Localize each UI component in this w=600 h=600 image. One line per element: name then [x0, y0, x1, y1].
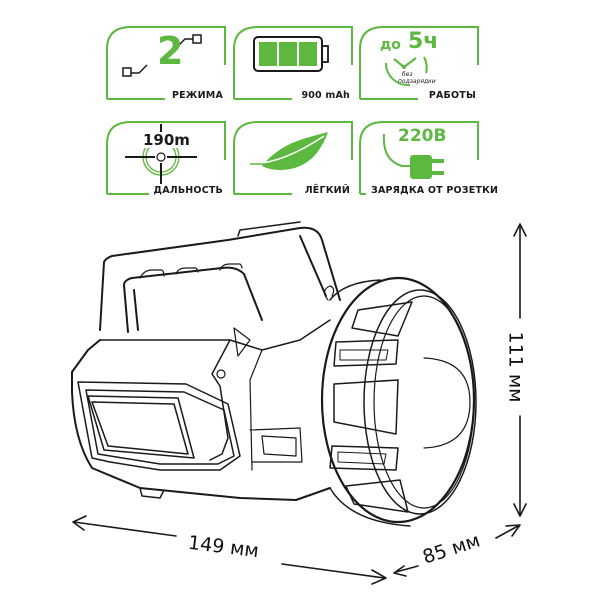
runtime-note-2: подзарядки: [398, 78, 436, 85]
height-dimension: [513, 223, 527, 517]
battery-label: 900 mAh: [296, 90, 352, 101]
feature-modes: 2 РЕЖИМА: [105, 25, 227, 101]
clock-icon: [384, 56, 428, 87]
handle: [99, 221, 341, 333]
feature-charging: 220В ЗАРЯДКА ОТ РОЗЕТКИ: [358, 120, 501, 196]
length-dimension: [72, 515, 387, 585]
charging-label: ЗАРЯДКА ОТ РОЗЕТКИ: [366, 185, 501, 196]
feature-frame: [233, 26, 353, 100]
feature-frame: [106, 26, 226, 100]
feature-weight: ЛЁГКИЙ: [232, 120, 354, 196]
feature-range: 190m ДАЛЬНОСТЬ: [105, 120, 227, 196]
runtime-note-1: без: [402, 71, 413, 78]
mode-switch-icon: [122, 34, 202, 77]
runtime-value: 5ч: [408, 29, 439, 54]
runtime-label: РАБОТЫ: [423, 90, 478, 101]
feature-frame: [233, 121, 353, 195]
feature-battery: 900 mAh: [232, 25, 354, 101]
modes-value: 2: [157, 29, 184, 73]
modes-label: РЕЖИМА: [166, 90, 225, 101]
runtime-prefix: до: [380, 37, 401, 53]
range-value: 190m: [143, 131, 190, 149]
battery-full-icon: [253, 36, 329, 72]
range-label: ДАЛЬНОСТЬ: [148, 185, 225, 196]
height-label: 111 мм: [504, 331, 527, 403]
head: [320, 276, 477, 527]
power-plug-icon: [382, 133, 444, 179]
feature-frame: [359, 26, 479, 100]
side-panel: [77, 381, 241, 471]
feather-icon: [249, 132, 328, 170]
body: [71, 319, 331, 501]
feature-runtime: до 5ч без подзарядки РАБОТЫ: [358, 25, 480, 101]
weight-label: ЛЁГКИЙ: [299, 185, 352, 196]
width-dimension: [393, 524, 521, 577]
bezel-ribs: [329, 301, 413, 513]
charging-value: 220В: [398, 126, 447, 146]
